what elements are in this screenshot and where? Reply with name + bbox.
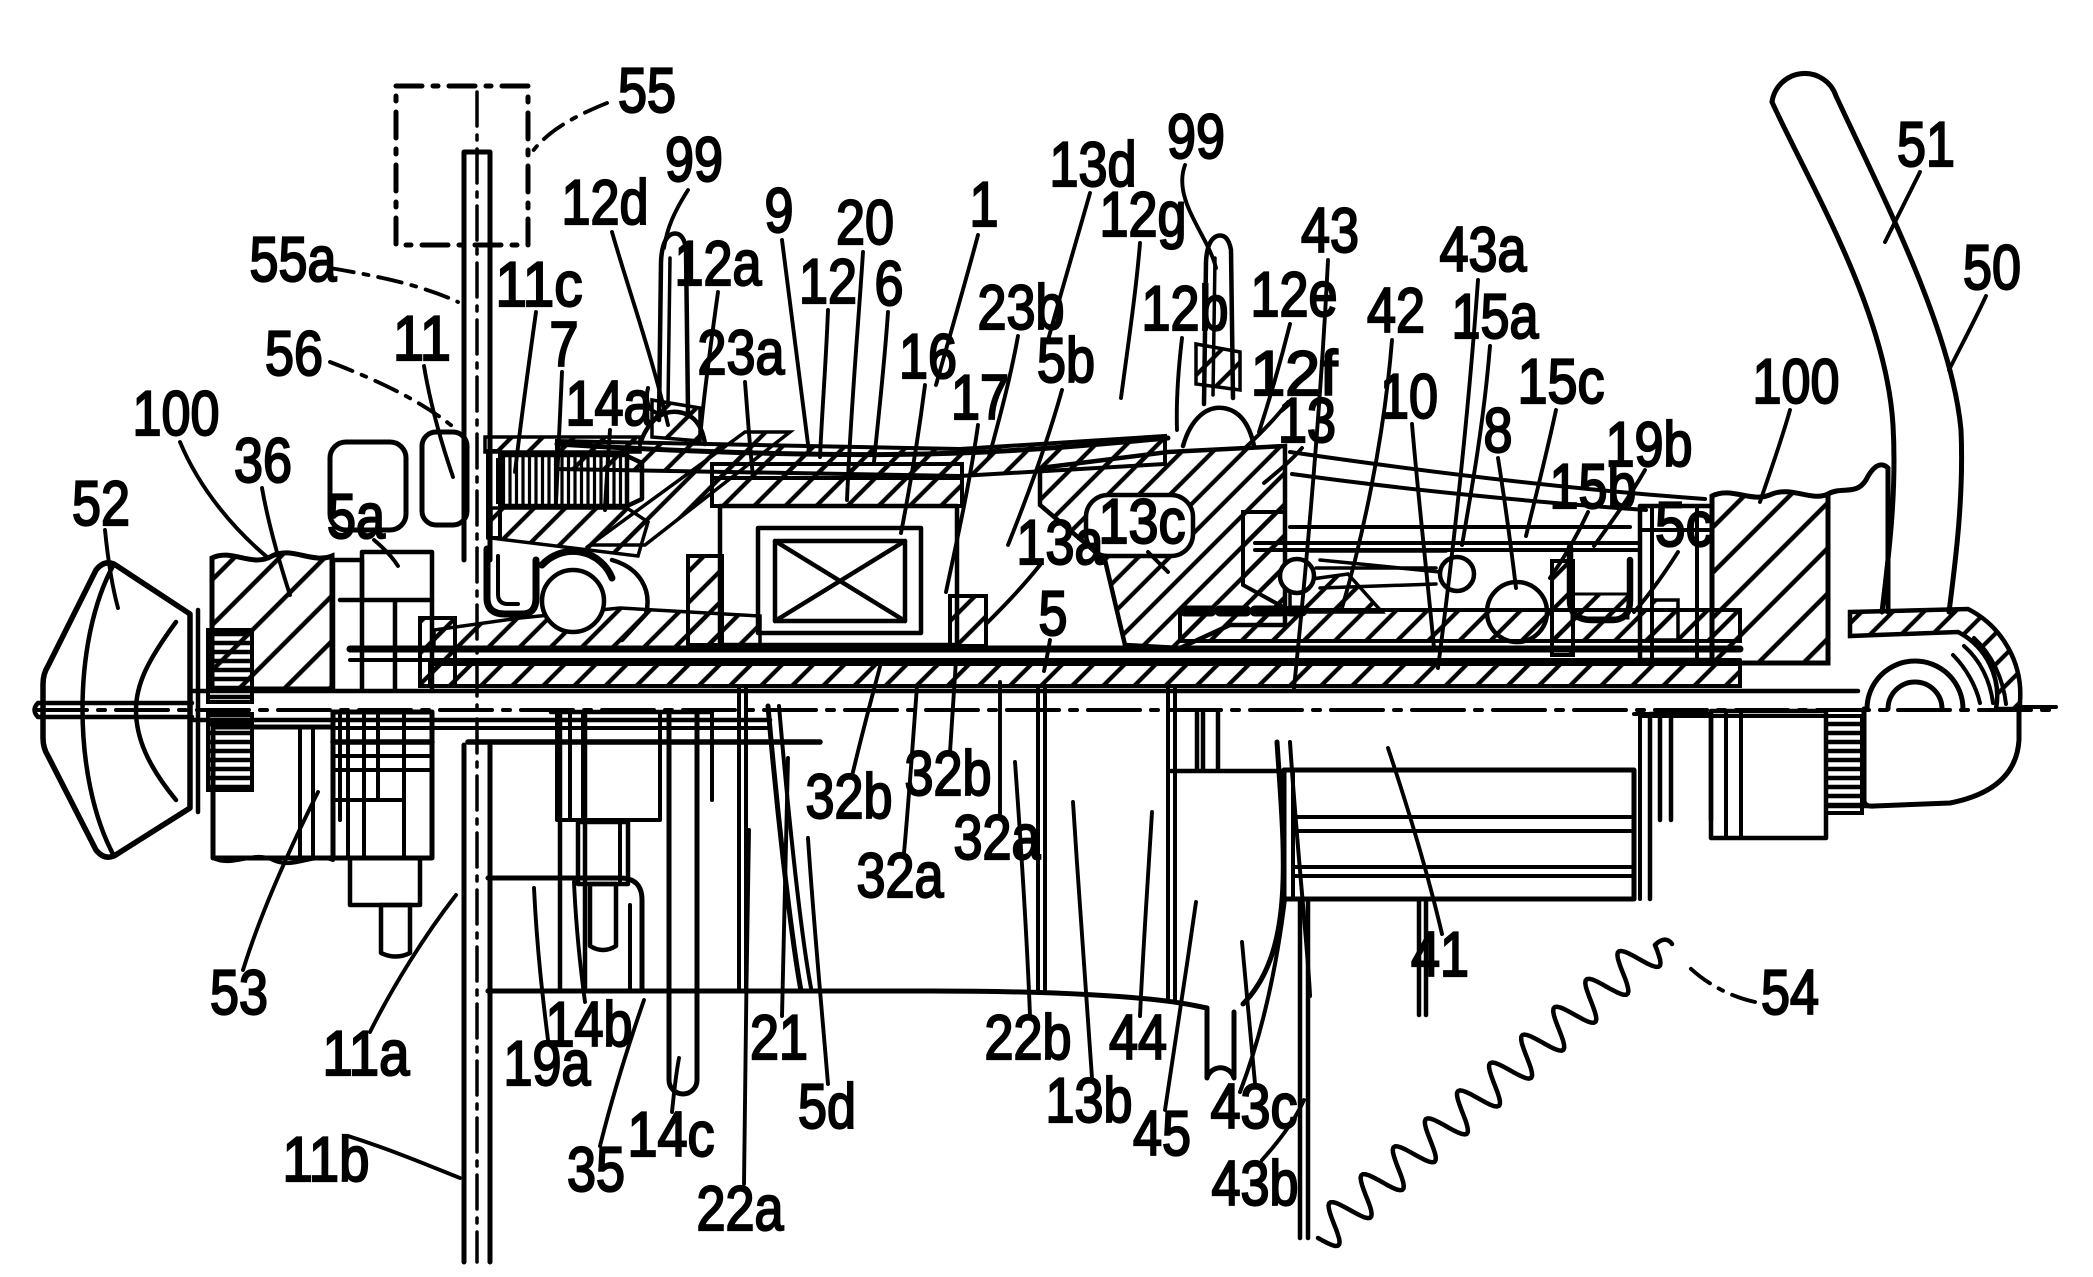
svg-text:15b: 15b <box>1550 452 1637 522</box>
svg-text:12e: 12e <box>1251 260 1338 330</box>
svg-text:35: 35 <box>567 1135 625 1205</box>
svg-text:32a: 32a <box>857 841 945 911</box>
svg-text:12b: 12b <box>1142 274 1229 344</box>
svg-text:99: 99 <box>1167 102 1225 172</box>
svg-text:23b: 23b <box>978 273 1065 343</box>
svg-text:21: 21 <box>750 1003 808 1073</box>
svg-text:45: 45 <box>1133 1099 1191 1169</box>
svg-text:5c: 5c <box>1655 490 1713 560</box>
svg-text:11c: 11c <box>496 250 583 320</box>
svg-text:5b: 5b <box>1037 326 1095 396</box>
svg-text:15a: 15a <box>1452 282 1540 352</box>
svg-text:51: 51 <box>1897 110 1955 180</box>
svg-text:50: 50 <box>1963 233 2021 303</box>
svg-text:11b: 11b <box>283 1125 370 1195</box>
svg-text:42: 42 <box>1367 276 1425 346</box>
svg-text:5a: 5a <box>327 482 386 552</box>
svg-text:6: 6 <box>875 249 904 319</box>
svg-text:12: 12 <box>799 247 857 317</box>
svg-text:56: 56 <box>265 319 323 389</box>
svg-text:13b: 13b <box>1046 1066 1133 1136</box>
svg-text:15c: 15c <box>1518 347 1605 417</box>
svg-text:100: 100 <box>1753 347 1840 417</box>
svg-text:14c: 14c <box>628 1100 715 1170</box>
svg-text:14a: 14a <box>566 369 654 439</box>
svg-text:12a: 12a <box>675 229 763 299</box>
svg-text:22a: 22a <box>697 1174 785 1244</box>
svg-text:32b: 32b <box>806 762 893 832</box>
svg-text:99: 99 <box>665 125 723 195</box>
svg-text:20: 20 <box>836 188 894 258</box>
svg-text:7: 7 <box>550 310 579 380</box>
svg-text:43a: 43a <box>1440 215 1528 285</box>
svg-text:1: 1 <box>970 170 999 240</box>
svg-text:11: 11 <box>393 304 451 374</box>
svg-text:5: 5 <box>1039 579 1068 649</box>
svg-text:14b: 14b <box>546 990 633 1060</box>
svg-text:17: 17 <box>951 363 1009 433</box>
svg-text:44: 44 <box>1109 1003 1167 1073</box>
svg-text:5d: 5d <box>798 1072 856 1142</box>
svg-text:8: 8 <box>1484 396 1513 466</box>
svg-text:100: 100 <box>133 379 220 449</box>
svg-text:43b: 43b <box>1212 1149 1299 1219</box>
svg-text:13c: 13c <box>1099 487 1186 557</box>
svg-text:12f: 12f <box>1251 339 1338 409</box>
svg-text:23a: 23a <box>698 318 786 388</box>
svg-text:32b: 32b <box>905 739 992 809</box>
svg-text:9: 9 <box>765 176 794 246</box>
svg-text:13d: 13d <box>1050 130 1137 200</box>
svg-text:32a: 32a <box>954 803 1042 873</box>
svg-text:36: 36 <box>234 426 292 496</box>
svg-text:10: 10 <box>1380 362 1438 432</box>
svg-text:55a: 55a <box>250 225 338 295</box>
svg-text:53: 53 <box>210 958 268 1028</box>
svg-text:22b: 22b <box>985 1003 1072 1073</box>
svg-text:55: 55 <box>618 56 676 126</box>
svg-text:12g: 12g <box>1100 180 1187 250</box>
svg-text:11a: 11a <box>323 1019 411 1089</box>
svg-text:16: 16 <box>899 322 957 392</box>
svg-text:12d: 12d <box>562 168 649 238</box>
svg-text:41: 41 <box>1411 920 1469 990</box>
svg-text:19a: 19a <box>504 1029 592 1099</box>
svg-text:19b: 19b <box>1606 410 1693 480</box>
svg-text:54: 54 <box>1761 958 1819 1028</box>
svg-text:52: 52 <box>72 469 130 539</box>
svg-text:13: 13 <box>1278 386 1336 456</box>
svg-text:43: 43 <box>1301 196 1359 266</box>
svg-text:43c: 43c <box>1211 1072 1298 1142</box>
svg-text:13a: 13a <box>1017 508 1105 578</box>
